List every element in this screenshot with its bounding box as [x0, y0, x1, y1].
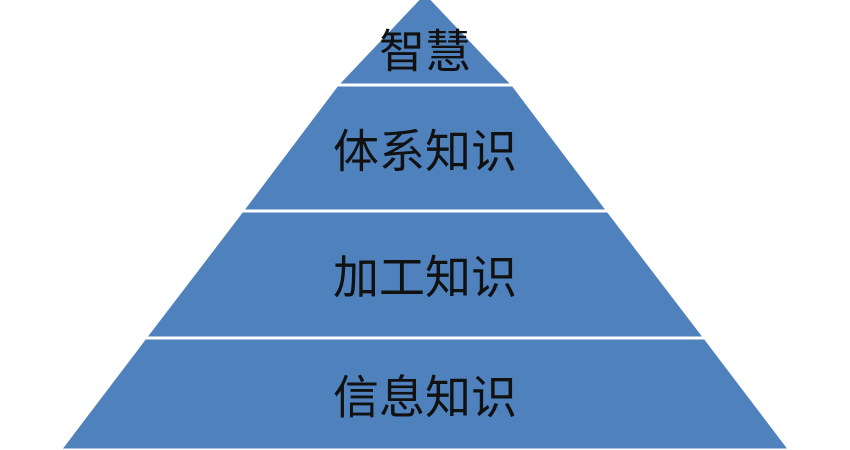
pyramid-label-information-knowledge: 信息知识: [333, 371, 517, 425]
pyramid-label-wisdom: 智慧: [379, 25, 471, 79]
pyramid-label-processed-knowledge: 加工知识: [333, 251, 517, 305]
pyramid-label-systematic-knowledge: 体系知识: [333, 125, 517, 179]
pyramid-level-information-knowledge: [58, 336, 792, 450]
